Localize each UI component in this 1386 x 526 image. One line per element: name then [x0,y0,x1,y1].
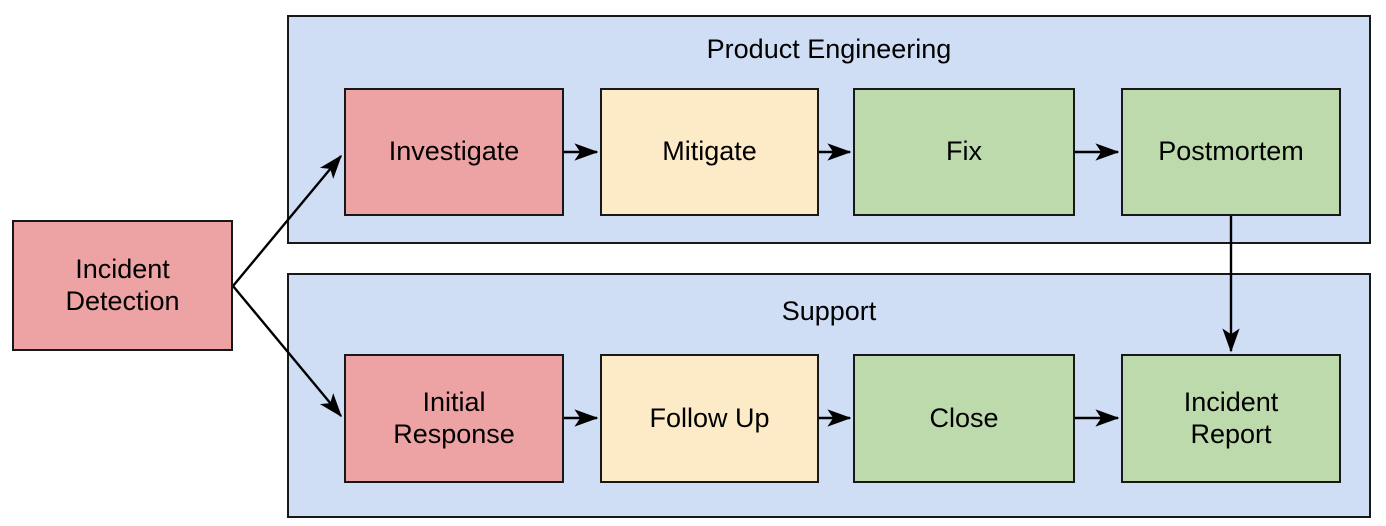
swimlane-title-product-engineering: Product Engineering [706,34,952,64]
node-label-fix: Fix [946,136,982,167]
node-incident-detection[interactable]: Incident Detection [12,220,233,351]
node-label-investigate: Investigate [388,136,520,167]
node-incident-report[interactable]: Incident Report [1121,354,1341,483]
node-label-mitigate: Mitigate [662,136,757,167]
node-label-close: Close [929,402,999,433]
node-initial-response[interactable]: Initial Response [344,354,564,483]
swimlane-title-support: Support [781,296,877,326]
node-label-postmortem: Postmortem [1158,136,1304,167]
node-mitigate[interactable]: Mitigate [600,88,819,216]
node-label-follow-up: Follow Up [649,402,770,433]
node-label-incident-detection: Incident Detection [65,253,180,316]
node-close[interactable]: Close [853,354,1075,483]
node-label-initial-response: Initial Response [393,386,515,449]
node-fix[interactable]: Fix [853,88,1075,216]
node-label-incident-report: Incident Report [1183,386,1279,449]
node-follow-up[interactable]: Follow Up [600,354,819,483]
node-investigate[interactable]: Investigate [344,88,564,216]
node-postmortem[interactable]: Postmortem [1121,88,1341,216]
